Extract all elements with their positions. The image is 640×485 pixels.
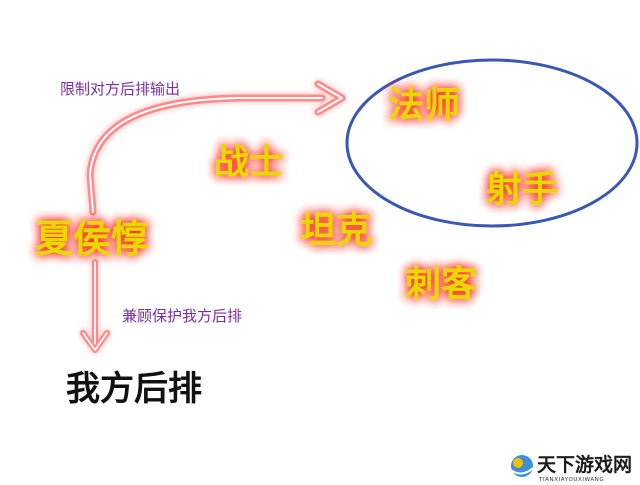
hero-label: 夏侯惇 bbox=[35, 217, 149, 261]
note-limit-enemy-output: 限制对方后排输出 bbox=[60, 80, 180, 98]
role-tank: 坦克 bbox=[300, 210, 372, 251]
role-warrior: 战士 bbox=[214, 143, 284, 183]
watermark-logo-icon bbox=[510, 455, 534, 477]
note-protect-own-backline: 兼顾保护我方后排 bbox=[122, 307, 242, 325]
watermark: 天下游戏网 TIANXIAYOUXIWANG bbox=[510, 453, 632, 483]
role-marksman: 射手 bbox=[486, 169, 558, 210]
arrow-to-enemy-backline bbox=[86, 80, 346, 216]
own-backline-label: 我方后排 bbox=[66, 369, 202, 409]
arrow-to-own-backline bbox=[80, 259, 110, 353]
role-mage: 法师 bbox=[388, 85, 460, 126]
watermark-sub: TIANXIAYOUXIWANG bbox=[538, 477, 604, 483]
enemy-backline-ellipse bbox=[345, 58, 639, 228]
watermark-name: 天下游戏网 bbox=[537, 453, 632, 476]
role-assassin: 刺客 bbox=[405, 264, 477, 305]
